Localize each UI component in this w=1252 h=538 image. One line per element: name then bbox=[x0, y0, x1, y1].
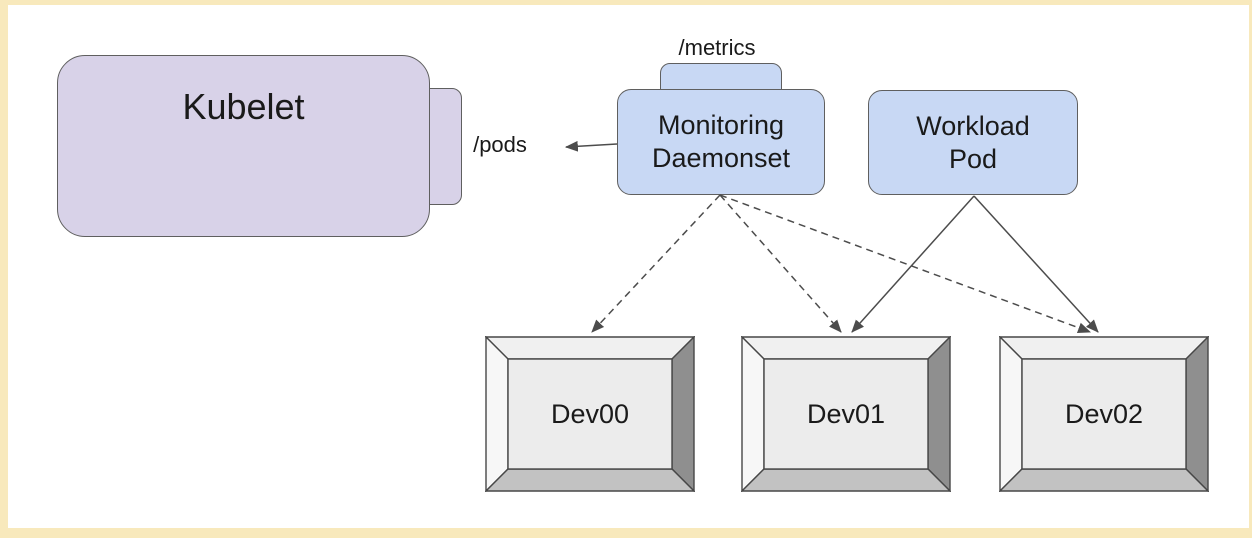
device-label: Dev02 bbox=[1064, 398, 1144, 429]
edge-monitoring_daemonset-to-dev01 bbox=[719, 194, 842, 333]
pods-endpoint-label: /pods bbox=[473, 132, 527, 157]
device-bevel-graphic bbox=[999, 336, 1209, 492]
workload-pod-label: Workload Pod bbox=[916, 110, 1030, 174]
edge-workload_pod-to-dev02 bbox=[973, 195, 1099, 333]
device-bevel-graphic bbox=[741, 336, 951, 492]
diagram-canvas: Kubelet /pods /metrics Monitoring Daemon… bbox=[8, 5, 1249, 528]
monitoring-daemonset-node: Monitoring Daemonset bbox=[617, 89, 825, 195]
edge-workload_pod-to-dev01 bbox=[851, 195, 975, 333]
kubelet-node: Kubelet bbox=[57, 55, 430, 237]
kubelet-label: Kubelet bbox=[182, 86, 305, 127]
device-node-dev01: Dev01 bbox=[741, 336, 951, 492]
monitoring-daemonset-label: Monitoring Daemonset bbox=[651, 110, 791, 173]
device-node-dev02: Dev02 bbox=[999, 336, 1209, 492]
device-label: Dev00 bbox=[550, 398, 630, 429]
device-bevel-graphic bbox=[485, 336, 695, 492]
device-label: Dev01 bbox=[806, 398, 886, 429]
edge-monitoring_daemonset-to-dev00 bbox=[591, 194, 721, 333]
device-node-dev00: Dev00 bbox=[485, 336, 695, 492]
edge-monitoring_daemonset-to-dev02 bbox=[719, 194, 1092, 333]
edge-monitoring_daemonset-to-pods_endpoint bbox=[564, 140, 618, 152]
metrics-endpoint-label: /metrics bbox=[678, 35, 756, 60]
workload-pod-node: Workload Pod bbox=[868, 90, 1078, 195]
